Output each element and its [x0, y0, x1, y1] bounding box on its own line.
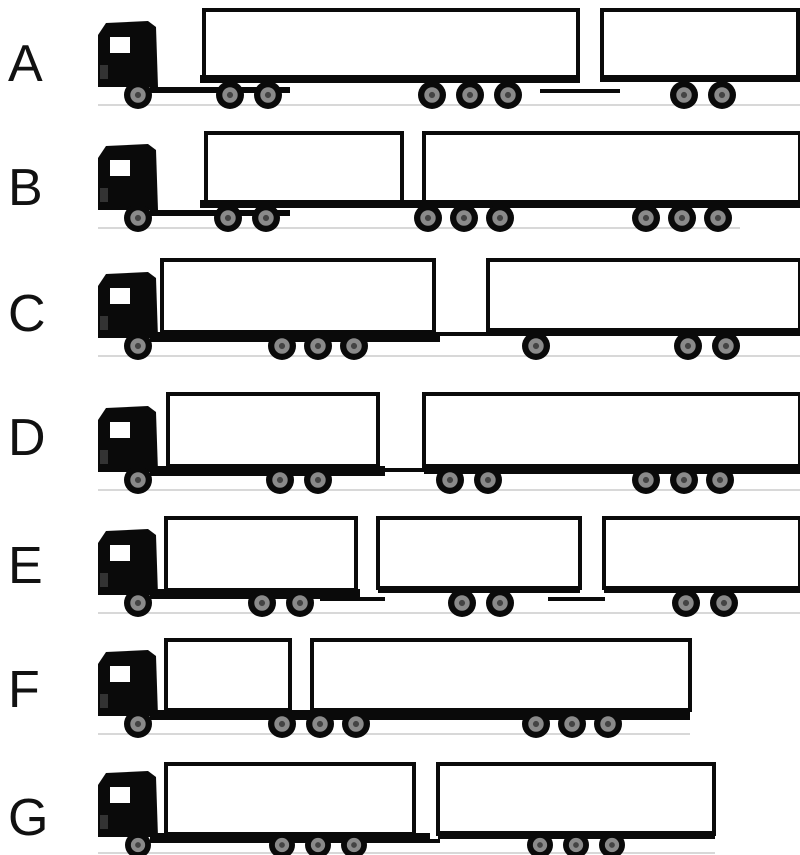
wheel-center	[485, 477, 491, 483]
wheel-center	[265, 92, 271, 98]
semitrailer-box	[204, 10, 578, 80]
chassis-frame	[200, 75, 580, 83]
wheel-center	[569, 721, 575, 727]
b-link-trailer-box	[424, 133, 800, 203]
wheel-center	[683, 600, 689, 606]
wheel-center	[135, 215, 141, 221]
vehicle-e	[98, 518, 800, 617]
chassis-frame	[150, 332, 440, 342]
wheel-center	[643, 215, 649, 221]
vehicle-d	[98, 394, 800, 494]
wheel-center	[679, 215, 685, 221]
cab-grille	[100, 815, 108, 829]
wheel-center	[277, 477, 283, 483]
rigid-body-box	[166, 640, 290, 710]
wheel-center	[461, 215, 467, 221]
vehicle-g	[98, 764, 715, 855]
wheel-center	[537, 842, 543, 848]
trailer-box-1	[378, 518, 580, 588]
wheel-center	[685, 343, 691, 349]
wheel-center	[429, 92, 435, 98]
cab-window	[110, 422, 130, 438]
cab-window	[110, 288, 130, 304]
cab-window	[110, 666, 130, 682]
wheel-center	[279, 721, 285, 727]
wheel-center	[351, 842, 357, 848]
cab-window	[110, 787, 130, 803]
wheel-center	[505, 92, 511, 98]
wheel-center	[317, 721, 323, 727]
wheel-center	[681, 477, 687, 483]
wheel-center	[717, 477, 723, 483]
rigid-body-box	[162, 260, 434, 332]
vehicle-f	[98, 640, 690, 738]
wheel-center	[263, 215, 269, 221]
wheel-center	[609, 842, 615, 848]
trailer-box-2	[604, 518, 800, 588]
wheel-center	[425, 215, 431, 221]
wheel-center	[135, 600, 141, 606]
cab-grille	[100, 573, 108, 587]
wheel-center	[715, 215, 721, 221]
wheel-center	[259, 600, 265, 606]
cab-window	[110, 545, 130, 561]
rigid-body-box	[166, 764, 414, 834]
vehicle-a	[98, 10, 800, 109]
chassis-frame	[600, 75, 800, 81]
semitrailer-box	[206, 133, 402, 203]
cab-window	[110, 37, 130, 53]
vehicle-c	[98, 260, 800, 360]
cab-grille	[100, 694, 108, 708]
wheel-center	[447, 477, 453, 483]
cab-grille	[100, 316, 108, 330]
wheel-center	[351, 343, 357, 349]
wheel-center	[315, 343, 321, 349]
trailer-box	[602, 10, 798, 80]
wheel-center	[135, 842, 141, 848]
wheel-center	[719, 92, 725, 98]
wheel-center	[459, 600, 465, 606]
wheel-center	[533, 343, 539, 349]
vehicle-b	[98, 133, 800, 232]
rigid-body-box	[168, 394, 378, 466]
wheel-center	[533, 721, 539, 727]
wheel-center	[135, 721, 141, 727]
wheel-center	[135, 477, 141, 483]
rigid-body-box	[166, 518, 356, 590]
chassis-frame	[378, 587, 580, 593]
cab-grille	[100, 65, 108, 79]
chassis-frame	[604, 587, 800, 593]
wheel-center	[643, 477, 649, 483]
wheel-center	[135, 343, 141, 349]
wheel-center	[573, 842, 579, 848]
wheel-center	[353, 721, 359, 727]
wheel-center	[315, 477, 321, 483]
wheel-center	[467, 92, 473, 98]
semitrailer-box	[438, 764, 714, 834]
wheel-center	[315, 842, 321, 848]
wheel-center	[279, 343, 285, 349]
wheel-center	[227, 92, 233, 98]
wheel-center	[297, 600, 303, 606]
trailer-box	[488, 260, 800, 330]
cab-window	[110, 160, 130, 176]
wheel-center	[225, 215, 231, 221]
wheel-center	[497, 215, 503, 221]
cab-grille	[100, 188, 108, 202]
semitrailer-box	[424, 394, 800, 466]
wheel-center	[723, 343, 729, 349]
wheel-center	[279, 842, 285, 848]
semitrailer-box	[312, 640, 690, 710]
cab-grille	[100, 450, 108, 464]
wheel-center	[721, 600, 727, 606]
wheel-center	[681, 92, 687, 98]
wheel-center	[135, 92, 141, 98]
wheel-center	[605, 721, 611, 727]
wheel-center	[497, 600, 503, 606]
